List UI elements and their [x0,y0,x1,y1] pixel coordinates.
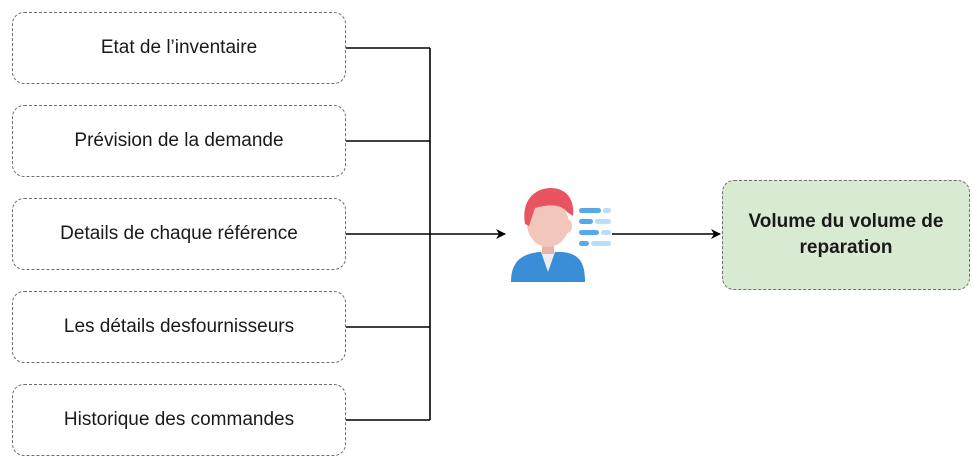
input-label: Etat de l’inventaire [100,37,258,58]
person-face [527,201,569,247]
input-label: Les détails desfournisseurs [63,316,295,337]
input-label: Historique des commandes [63,409,295,430]
person-shirt [541,252,555,272]
input-box-demand-forecast: Prévision de la demande [12,105,346,177]
input-box-order-history: Historique des commandes [12,384,346,456]
input-label: Prévision de la demande [74,130,284,151]
input-box-inventory-state: Etat de l’inventaire [12,12,346,84]
output-box-repair-volume: Volume du volume de reparation [722,180,970,290]
input-box-reference-details: Details de chaque référence [12,198,346,270]
person-hair [524,188,574,226]
analyst-with-report-icon [511,188,611,282]
input-label: Details de chaque référence [60,223,298,244]
output-label: Volume du volume de reparation [748,211,944,258]
person-ear [562,219,572,233]
input-box-supplier-details: Les détails desfournisseurs [12,291,346,363]
report-lines [579,208,611,246]
